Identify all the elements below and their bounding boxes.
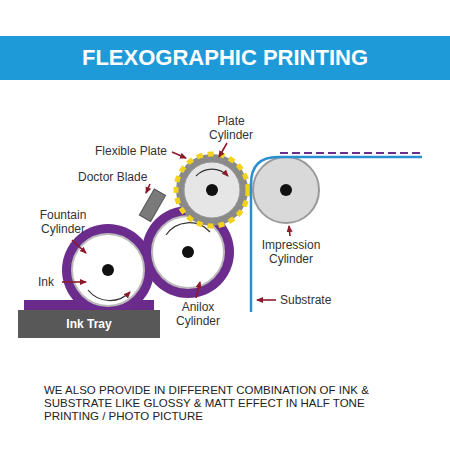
axle (102, 264, 114, 276)
part-label: Anilox Cylinder (168, 300, 228, 328)
rotation-arrow (88, 290, 130, 301)
ink-tray: Ink Tray (18, 310, 160, 338)
rotation-arrow (196, 169, 228, 176)
part-label: Flexible Plate (95, 144, 175, 158)
part-label: Plate Cylinder (200, 114, 262, 142)
title-text: FLEXOGRAPHIC PRINTING (0, 36, 450, 80)
plate-cylinder (184, 162, 240, 218)
fountain-cylinder (72, 234, 144, 306)
substrate-web (251, 157, 422, 312)
tray-label: Ink Tray (66, 317, 111, 331)
axle (182, 246, 194, 258)
fountain-ink-ring (62, 224, 154, 316)
part-label: Impression Cylinder (256, 238, 326, 266)
printed-ink (280, 152, 422, 154)
part-label: Doctor Blade (78, 170, 158, 184)
impression-cylinder (253, 157, 319, 223)
leader-lines (62, 143, 290, 300)
plate-teeth (176, 154, 248, 226)
flexible-plate (176, 154, 248, 226)
axle (280, 184, 292, 196)
doctor-blade (139, 189, 165, 221)
axle (206, 184, 218, 196)
part-label: Substrate (280, 293, 350, 307)
part-label: Ink (38, 275, 62, 289)
part-label: Fountain Cylinder (32, 208, 94, 236)
caption-text: WE ALSO PROVIDE IN DIFFERENT COMBINATION… (44, 384, 384, 423)
